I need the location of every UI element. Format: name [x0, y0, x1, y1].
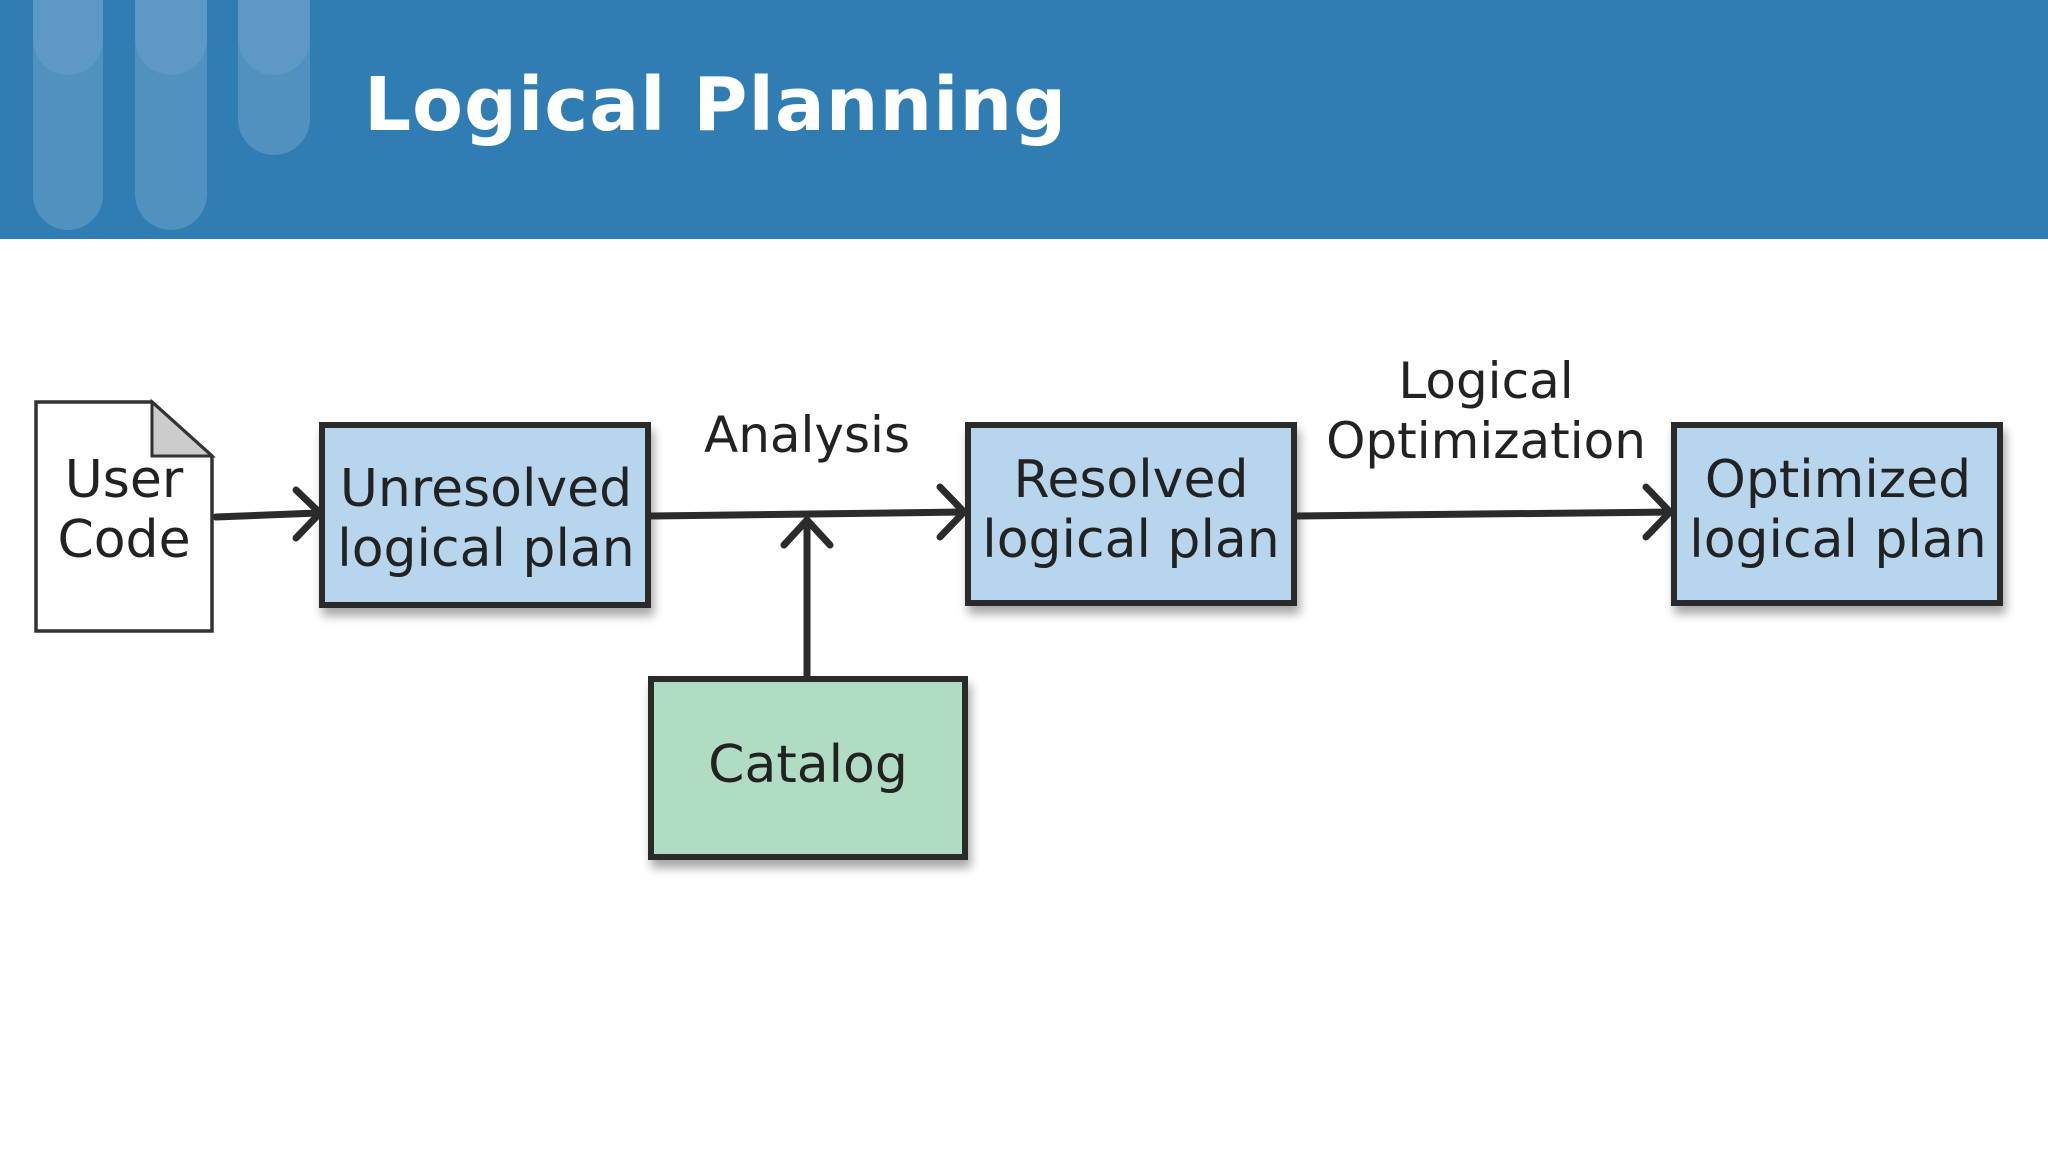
header-decoration-bar: [135, 0, 207, 75]
user-code-label-line2: Code: [57, 510, 190, 570]
header-decoration-bar: [135, 0, 207, 230]
logical-optimization-label-line2: Optimization: [1326, 412, 1646, 470]
header-decoration-bar: [33, 0, 103, 75]
catalog-label: Catalog: [708, 735, 908, 795]
arrowhead: [936, 483, 968, 541]
document-icon: [34, 400, 214, 633]
arrowhead: [780, 516, 834, 549]
header-fill: [0, 0, 2048, 239]
user-code-node: User Code: [34, 398, 216, 633]
resolved-box: [965, 422, 1297, 606]
unresolved-logical-plan-node: Unresolved logical plan: [319, 422, 651, 608]
document-fold: [150, 398, 216, 458]
header-decoration-bar: [238, 0, 310, 75]
header-background: [0, 0, 2048, 239]
user-code-label-line1: User: [65, 450, 184, 510]
page-title: Logical Planning: [364, 62, 1068, 148]
optimized-box: [1671, 422, 2003, 606]
catalog-box: [648, 676, 968, 860]
analysis-label: Analysis: [704, 406, 910, 464]
resolved-label-line2: logical plan: [982, 510, 1279, 570]
catalog-node: Catalog: [648, 676, 968, 860]
optimized-label-line1: Optimized: [1705, 450, 1971, 510]
optimized-label-line2: logical plan: [1689, 510, 1986, 570]
unresolved-label-line2: logical plan: [337, 519, 634, 579]
optimized-logical-plan-node: Optimized logical plan: [1671, 422, 2003, 606]
arrow-resolved-to-optimized: [1294, 508, 1674, 520]
arrowhead: [292, 486, 324, 542]
logical-optimization-label-line1: Logical: [1398, 352, 1573, 410]
resolved-label-line1: Resolved: [1014, 450, 1249, 510]
resolved-logical-plan-node: Resolved logical plan: [965, 422, 1297, 606]
arrow-unresolved-to-resolved: [648, 508, 968, 520]
unresolved-label-line1: Unresolved: [340, 459, 632, 519]
arrow-usercode-to-unresolved: [212, 509, 322, 521]
header-banner: Logical Planning: [0, 0, 2048, 239]
arrowhead: [1642, 483, 1674, 541]
header-decoration-bar: [33, 0, 103, 230]
header-decoration-bar: [238, 0, 310, 155]
